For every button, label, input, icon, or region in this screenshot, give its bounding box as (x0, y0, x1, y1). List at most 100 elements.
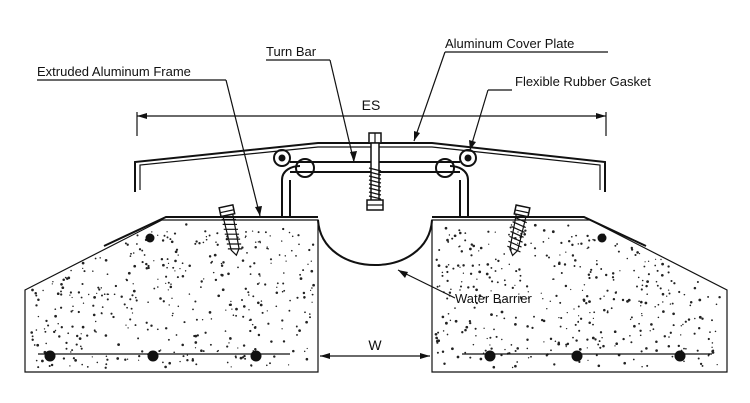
aggregate-speck (627, 298, 631, 302)
aggregate-speck (93, 296, 96, 299)
aggregate-speck (514, 316, 517, 319)
aggregate-speck (104, 366, 107, 369)
aggregate-speck (192, 308, 194, 311)
aggregate-speck (456, 355, 460, 359)
aggregate-speck (553, 265, 556, 268)
aggregate-speck (194, 242, 197, 245)
aggregate-speck (198, 242, 201, 245)
aggregate-speck (591, 336, 595, 340)
aggregate-speck (165, 282, 167, 285)
aggregate-speck (546, 308, 548, 310)
aggregate-speck (614, 345, 616, 347)
aggregate-speck (273, 355, 276, 358)
aggregate-speck (188, 293, 191, 295)
aggregate-speck (146, 328, 149, 331)
aggregate-speck (450, 288, 452, 290)
aggregate-speck (60, 326, 63, 329)
aggregate-speck (311, 287, 313, 289)
left-rebar (38, 350, 290, 362)
aggregate-speck (185, 223, 188, 226)
aggregate-speck (281, 290, 284, 293)
aggregate-speck (685, 347, 687, 350)
aggregate-speck (503, 279, 506, 282)
aggregate-speck (205, 236, 208, 238)
aggregate-speck (195, 240, 198, 243)
aggregate-speck (156, 328, 159, 331)
turn-bar-callout: Turn Bar (266, 44, 357, 163)
aggregate-speck (70, 310, 73, 313)
aggregate-speck (295, 255, 297, 257)
es-dimension-label: ES (362, 97, 381, 113)
aggregate-speck (297, 234, 300, 237)
aggregate-speck (495, 314, 498, 317)
aggregate-speck (442, 330, 445, 332)
aggregate-speck (92, 270, 94, 272)
aggregate-speck (698, 327, 701, 330)
aggregate-speck (488, 243, 490, 245)
aggregate-speck (518, 268, 521, 271)
center-bolt (366, 132, 384, 211)
aggregate-speck (311, 243, 315, 246)
aggregate-speck (649, 330, 651, 332)
aggregate-speck (552, 278, 554, 281)
extruded-aluminum-frame-label: Extruded Aluminum Frame (37, 64, 191, 79)
aggregate-speck (175, 248, 179, 251)
aggregate-speck (588, 276, 591, 280)
aggregate-speck (194, 341, 198, 344)
aggregate-speck (476, 278, 478, 280)
aggregate-speck (290, 249, 293, 252)
aggregate-speck (647, 260, 650, 262)
aggregate-speck (220, 262, 223, 265)
aggregate-speck (601, 336, 603, 339)
aggregate-speck (251, 323, 254, 326)
aluminum-cover-plate-label: Aluminum Cover Plate (445, 36, 574, 51)
aggregate-speck (504, 298, 507, 301)
aggregate-speck (524, 229, 527, 232)
aggregate-speck (203, 278, 205, 280)
left-flexible-rubber-gasket (273, 149, 315, 178)
aggregate-speck (182, 355, 185, 358)
aggregate-speck (264, 231, 267, 234)
aggregate-speck (48, 364, 51, 368)
aggregate-speck (100, 294, 104, 297)
aggregate-speck (131, 312, 134, 314)
aggregate-speck (295, 325, 298, 328)
aggregate-speck (299, 273, 302, 276)
aggregate-speck (288, 231, 291, 234)
aggregate-speck (530, 355, 532, 358)
aggregate-speck (525, 285, 529, 288)
aggregate-speck (490, 266, 493, 269)
aggregate-speck (707, 295, 710, 298)
aggregate-speck (276, 282, 279, 285)
aggregate-speck (306, 347, 308, 350)
aggregate-speck (473, 306, 476, 309)
aggregate-speck (168, 361, 171, 365)
aggregate-speck (590, 268, 593, 271)
water-barrier-label: Water Barrier (455, 291, 532, 306)
aggregate-speck (459, 285, 463, 288)
aggregate-speck (96, 361, 99, 364)
aggregate-speck (667, 289, 670, 291)
aggregate-speck (574, 323, 577, 326)
aggregate-speck (640, 350, 643, 353)
aggregate-speck (656, 269, 659, 272)
aggregate-speck (153, 287, 156, 290)
aggregate-speck (441, 274, 444, 277)
aggregate-speck (540, 292, 542, 294)
aggregate-speck (256, 301, 260, 305)
aggregate-speck (668, 336, 670, 338)
aggregate-speck (81, 282, 84, 286)
aggregate-speck (308, 248, 311, 252)
aggregate-speck (224, 330, 227, 332)
aggregate-speck (434, 332, 438, 336)
aggregate-speck (31, 288, 34, 292)
aggregate-speck (573, 308, 575, 310)
aggregate-speck (174, 250, 178, 254)
aggregate-speck (472, 285, 475, 288)
aggregate-speck (124, 242, 127, 245)
aggregate-speck (99, 257, 101, 259)
aggregate-speck (150, 324, 153, 327)
aggregate-speck (696, 349, 699, 352)
